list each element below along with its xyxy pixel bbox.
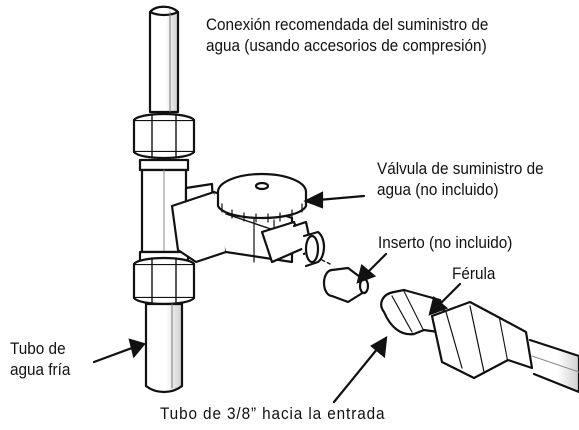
insert-leader-arrow bbox=[356, 252, 388, 284]
upper-compression-nut bbox=[132, 112, 196, 172]
cold-pipe-label-line1: Tubo de bbox=[10, 339, 66, 358]
connection-caption-line1: Conexión recomendada del suministro de bbox=[206, 15, 489, 34]
cold-pipe-leader-arrow bbox=[92, 338, 146, 364]
insert-label: Inserto (no incluido) bbox=[378, 233, 513, 252]
ferrule-leader-arrow bbox=[428, 282, 462, 316]
tubing-compression-nut bbox=[430, 300, 534, 380]
valve-label-line1: Válvula de suministro de bbox=[377, 159, 544, 178]
connection-caption: Conexión recomendada del suministro de a… bbox=[206, 14, 488, 56]
tubing-leader-arrow bbox=[332, 335, 388, 404]
valve-label: Válvula de suministro de agua (no inclui… bbox=[377, 158, 544, 200]
valve-label-line2: agua (no incluido) bbox=[377, 180, 499, 199]
alignment-line bbox=[321, 259, 331, 265]
connection-caption-line2: agua (usando accesorios de compresión) bbox=[206, 36, 487, 55]
cold-water-pipe-lower bbox=[144, 302, 184, 394]
cold-pipe-label-line2: agua fría bbox=[10, 360, 71, 379]
cold-water-pipe-upper bbox=[148, 5, 180, 114]
ferrule-label: Férula bbox=[452, 264, 496, 283]
tubing-label: Tubo de 3/8” hacia la entrada bbox=[160, 404, 386, 423]
lower-compression-nut bbox=[132, 250, 196, 306]
supply-tubing bbox=[528, 338, 579, 394]
supply-valve bbox=[170, 172, 326, 268]
cold-pipe-label: Tubo de agua fría bbox=[10, 338, 70, 380]
valve-leader-arrow bbox=[303, 191, 366, 209]
